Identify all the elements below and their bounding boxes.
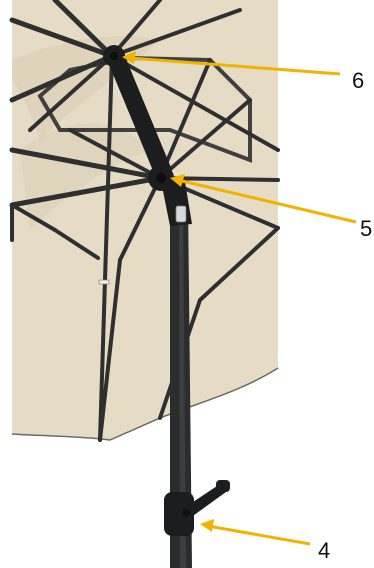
runner-hub-center <box>156 173 166 183</box>
callout-4-label: 4 <box>318 538 330 563</box>
top-hub <box>103 45 125 67</box>
top-hub-center <box>110 52 118 60</box>
leader-arrowhead-4 <box>200 519 214 532</box>
leader-line-4 <box>208 526 310 544</box>
callout-5-label: 5 <box>360 216 372 241</box>
tilt-button <box>176 206 186 222</box>
tie-strap <box>99 280 109 284</box>
callout-6-label: 6 <box>352 68 364 93</box>
crank-knob <box>216 480 230 492</box>
crank-pivot <box>182 509 190 517</box>
